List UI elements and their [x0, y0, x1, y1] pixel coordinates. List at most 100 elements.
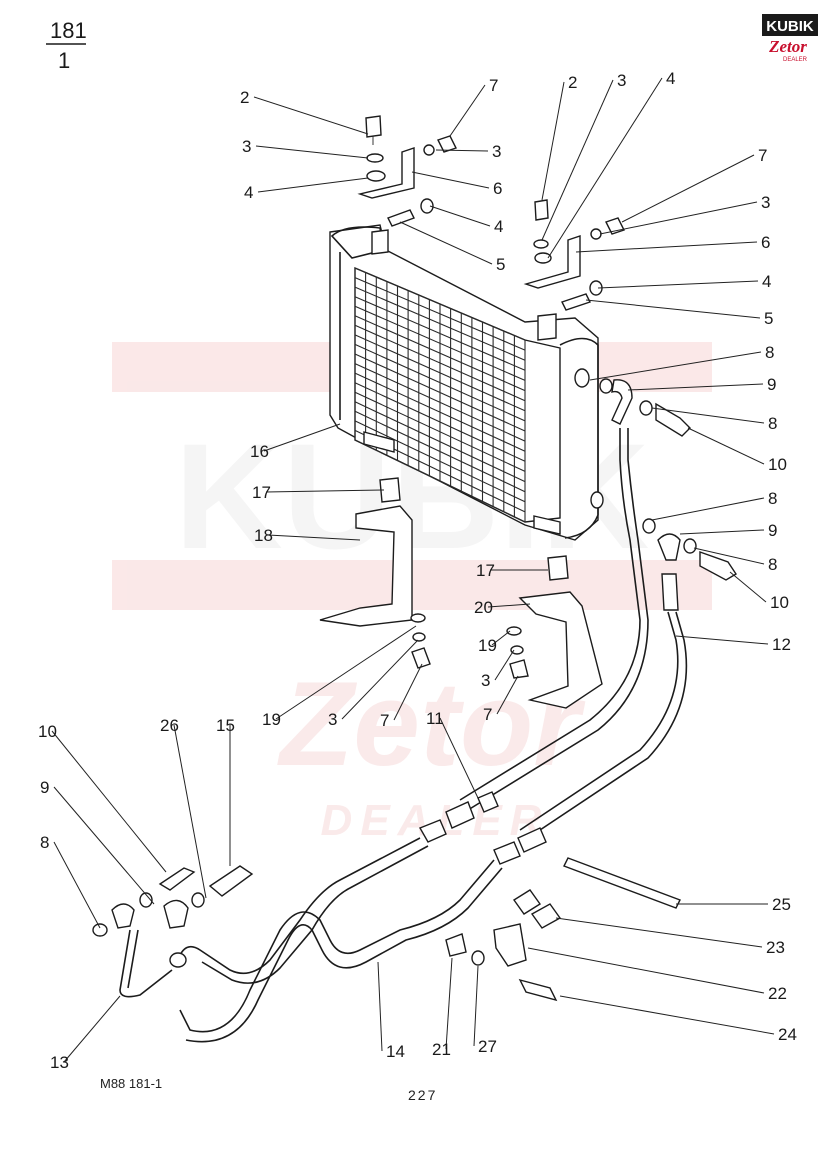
leader-c20: [487, 603, 531, 608]
callout-c6b: 6: [761, 233, 770, 252]
callout-c8c: 8: [768, 489, 777, 508]
leader-c14: [377, 961, 383, 1052]
callout-c15: 15: [216, 716, 235, 735]
leader-c5b: [585, 299, 761, 319]
callout-c10a: 10: [768, 455, 787, 474]
mount-hardware-left: [357, 115, 457, 227]
leader-c4a: [257, 177, 369, 193]
leader-c18: [267, 534, 361, 541]
leader-c21: [445, 957, 453, 1050]
callout-c19a: 19: [478, 636, 497, 655]
callout-c18: 18: [254, 526, 273, 545]
callout-c10b: 10: [770, 593, 789, 612]
leader-c24: [559, 995, 775, 1035]
leader-c8c: [651, 497, 765, 521]
callout-c23: 23: [766, 938, 785, 957]
callout-c27: 27: [478, 1037, 497, 1056]
callout-c3f: 3: [328, 710, 337, 729]
callout-c9c: 9: [40, 778, 49, 797]
callout-c4b: 4: [494, 217, 503, 236]
callout-c20: 20: [474, 598, 493, 617]
leader-c11: [439, 717, 479, 799]
dealer-logo: KUBIK Zetor DEALER: [762, 14, 818, 63]
callout-c17b: 17: [476, 561, 495, 580]
logo-sub: Zetor: [768, 37, 807, 56]
leader-c26: [173, 724, 207, 899]
leader-c27: [473, 965, 479, 1047]
leader-c19b: [275, 625, 417, 720]
leader-c7a: [449, 84, 486, 137]
support-brackets: [319, 477, 603, 709]
callout-c7a: 7: [489, 76, 498, 95]
mount-hardware-right: [523, 199, 625, 311]
callout-c5a: 5: [496, 255, 505, 274]
sheet-number: 1: [58, 48, 70, 73]
leader-c6b: [575, 241, 758, 253]
leader-c12: [675, 635, 769, 645]
callout-c3b: 3: [492, 142, 501, 161]
callout-c25: 25: [772, 895, 791, 914]
callout-c7b: 7: [758, 146, 767, 165]
leader-c3c: [541, 79, 614, 241]
leader-c3e: [494, 649, 515, 681]
callout-c8b: 8: [768, 414, 777, 433]
callout-c17a: 17: [252, 483, 271, 502]
leader-c9c: [53, 786, 155, 905]
callout-c14: 14: [386, 1042, 405, 1061]
lower-pipes: [92, 791, 681, 1043]
leader-c16: [263, 423, 341, 452]
leader-c6a: [411, 171, 490, 189]
leader-c7b: [621, 154, 755, 223]
leader-c17a: [265, 489, 385, 493]
callout-c9b: 9: [768, 521, 777, 540]
model-reference: M88 181-1: [100, 1076, 162, 1091]
callout-c11: 11: [426, 709, 444, 728]
leader-c10a: [687, 427, 765, 465]
sheet-group: 181: [50, 18, 87, 43]
callout-c8e: 8: [40, 833, 49, 852]
callout-c9a: 9: [767, 375, 776, 394]
callout-c8d: 8: [768, 555, 777, 574]
leader-c23: [555, 917, 763, 948]
callout-c7d: 7: [483, 705, 492, 724]
leader-c10c: [51, 730, 167, 873]
callout-c26: 26: [160, 716, 179, 735]
leader-c4d: [597, 280, 759, 289]
callout-c4a: 4: [244, 183, 253, 202]
callout-c4d: 4: [762, 272, 771, 291]
leader-c10b: [729, 571, 767, 603]
leader-c3f: [341, 639, 419, 720]
callout-c16: 16: [250, 442, 269, 461]
leader-c22: [527, 947, 765, 994]
leader-c7c: [393, 663, 423, 721]
callout-c7c: 7: [380, 711, 389, 730]
leader-c9a: [627, 383, 764, 391]
leader-c9b: [679, 529, 765, 535]
leader-c8a: [589, 351, 762, 381]
leader-c2b: [541, 81, 565, 201]
callout-c2a: 2: [240, 88, 249, 107]
leader-c13: [63, 995, 121, 1063]
callout-c3c: 3: [617, 71, 626, 90]
leader-c19a: [491, 630, 511, 646]
page-number: 227: [408, 1087, 437, 1103]
leader-c4c: [547, 77, 663, 259]
callout-c10c: 10: [38, 722, 57, 741]
callout-c8a: 8: [765, 343, 774, 362]
leader-c8e: [53, 841, 101, 929]
leader-c3b: [435, 149, 489, 152]
leader-c2a: [253, 96, 369, 135]
callout-c22: 22: [768, 984, 787, 1003]
callout-c12: 12: [772, 635, 791, 654]
cooler-fittings: [459, 378, 737, 839]
callout-c2b: 2: [568, 73, 577, 92]
oil-cooler: [329, 224, 604, 541]
callout-c21: 21: [432, 1040, 451, 1059]
leader-c7d: [496, 675, 519, 715]
leader-c8d: [693, 547, 765, 565]
leader-c4b: [429, 205, 491, 227]
logo-tag: DEALER: [783, 57, 808, 63]
callout-c19b: 19: [262, 710, 281, 729]
